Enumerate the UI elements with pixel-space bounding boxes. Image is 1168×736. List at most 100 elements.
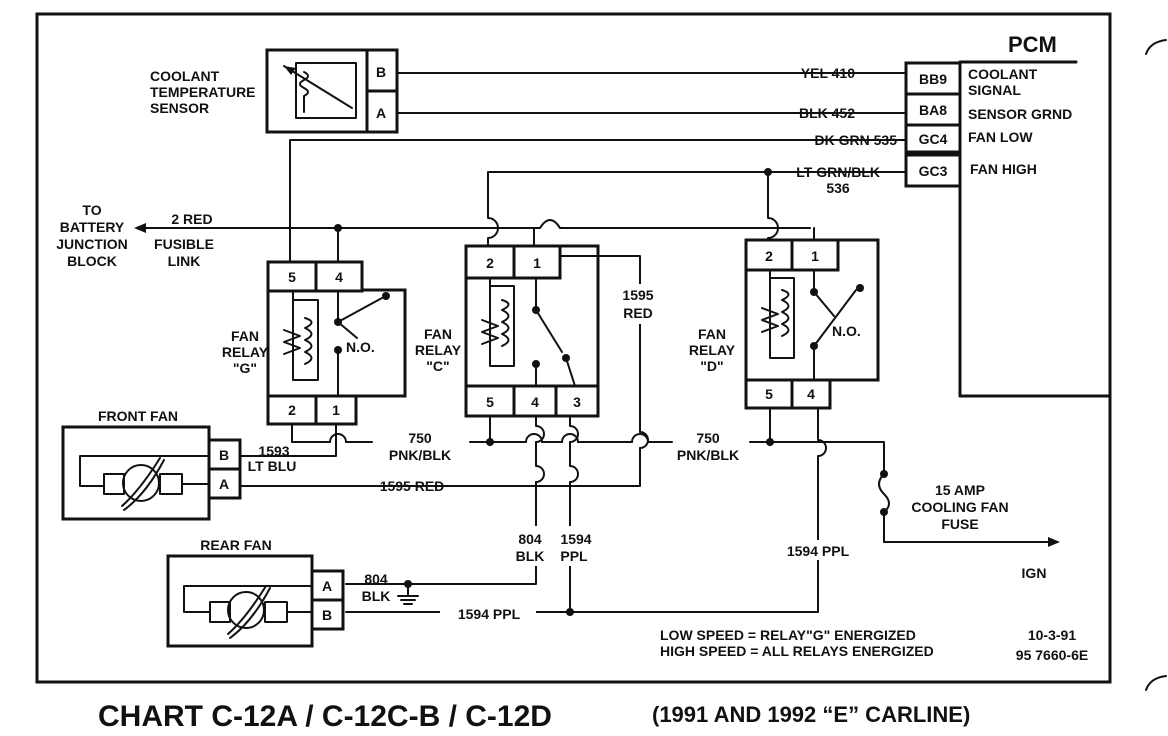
wire-label-750-right: 750 <box>696 430 720 446</box>
pcm-pin-bb9: BB9 <box>919 71 947 87</box>
relay-d-label-2: RELAY <box>689 342 736 358</box>
ign-label: IGN <box>1022 565 1047 581</box>
relay-g-pin-4: 4 <box>335 269 343 285</box>
chart-caption-subtitle: (1991 AND 1992 “E” CARLINE) <box>652 702 970 727</box>
wire-2-red <box>134 219 815 263</box>
wire-label-750-left: 750 <box>408 430 432 446</box>
wire-label-pnk-blk-right: PNK/BLK <box>677 447 739 463</box>
relay-c-label-1: FAN <box>424 326 452 342</box>
sensor-label-1: COOLANT <box>150 68 220 84</box>
wire-label-yel-410: YEL 410 <box>801 65 855 81</box>
wire-label-1595: 1595 <box>622 287 653 303</box>
wire-label-lt-blu: LT BLU <box>248 458 297 474</box>
relay-c-label-3: "C" <box>426 358 449 374</box>
relay-c-pin-4: 4 <box>531 394 539 410</box>
edge-mark-bottom <box>1145 675 1167 691</box>
front-fan-pin-b: B <box>219 447 229 463</box>
relay-g-pin-2: 2 <box>288 402 296 418</box>
front-fan-pin-a: A <box>219 476 229 492</box>
pcm-title: PCM <box>1008 32 1057 57</box>
battery-label-battery: BATTERY <box>60 219 125 235</box>
front-fan-title: FRONT FAN <box>98 408 178 424</box>
fuse-label-2: COOLING FAN <box>911 499 1008 515</box>
wire-804-blk <box>345 415 545 605</box>
rear-fan-title: REAR FAN <box>200 537 272 553</box>
sensor-label-2: TEMPERATURE <box>150 84 256 100</box>
relay-d-pin-1: 1 <box>811 248 819 264</box>
wire-1593-lt-blu <box>239 423 337 457</box>
wire-label-lt-grn-blk: LT GRN/BLK <box>796 164 880 180</box>
relay-d-pin-5: 5 <box>765 386 773 402</box>
fusible-link-label-2: LINK <box>168 253 201 269</box>
wire-label-blk-452: BLK 452 <box>799 105 855 121</box>
sensor-label-3: SENSOR <box>150 100 209 116</box>
sensor-pin-b: B <box>376 64 386 80</box>
wire-label-1595-red-bottom: 1595 RED <box>380 478 445 494</box>
wire-label-rear-804: 804 <box>364 571 388 587</box>
pcm-pin-gc3: GC3 <box>919 163 948 179</box>
fan-relay-g: 5 4 2 1 N.O. FAN RELAY "G" <box>222 260 407 426</box>
fan-relay-c: 2 1 5 4 3 FAN RELAY "C" <box>415 244 600 418</box>
front-fan: B A FRONT FAN <box>61 408 242 521</box>
pcm-label-signal: SIGNAL <box>968 82 1021 98</box>
rear-fan-pin-b: B <box>322 607 332 623</box>
relay-d-pin-2: 2 <box>765 248 773 264</box>
pcm-label-sensor-grnd: SENSOR GRND <box>968 106 1072 122</box>
rear-fan-pin-a: A <box>322 578 332 594</box>
fuse-label-3: FUSE <box>941 516 978 532</box>
pcm-pin-gc4: GC4 <box>919 131 948 147</box>
wire-dk-grn-535 <box>289 139 907 263</box>
chart-caption: CHART C-12A / C-12C-B / C-12D <box>98 700 552 733</box>
fan-relay-d: 2 1 5 4 N.O. FAN RELAY "D" <box>689 238 880 410</box>
wire-label-red: RED <box>623 305 653 321</box>
coolant-temperature-sensor: B A COOLANT TEMPERATURE SENSOR <box>150 48 399 134</box>
relay-d-label-3: "D" <box>700 358 723 374</box>
relay-d-pin-4: 4 <box>807 386 815 402</box>
relay-g-label-3: "G" <box>233 360 257 376</box>
wire-label-dk-grn-535: DK GRN 535 <box>815 132 898 148</box>
pcm-pin-ba8: BA8 <box>919 102 947 118</box>
pcm-label-fan-low: FAN LOW <box>968 129 1033 145</box>
relay-g-no-label: N.O. <box>346 339 375 355</box>
pcm-module: PCM BB9 BA8 GC4 GC3 COOLANT SIGNAL SENSO… <box>904 32 1110 398</box>
diagram-frame <box>35 12 1112 684</box>
relay-g-pin-1: 1 <box>332 402 340 418</box>
wire-label-1593: 1593 <box>258 443 289 459</box>
edge-mark-top <box>1145 39 1167 55</box>
fusible-link-label-1: FUSIBLE <box>154 236 214 252</box>
battery-label-junction: JUNCTION <box>56 236 128 252</box>
relay-c-pin-3: 3 <box>573 394 581 410</box>
note-low-speed: LOW SPEED = RELAY"G" ENERGIZED <box>660 627 916 643</box>
fuse-label-1: 15 AMP <box>935 482 985 498</box>
note-high-speed: HIGH SPEED = ALL RELAYS ENERGIZED <box>660 643 934 659</box>
pcm-label-coolant: COOLANT <box>968 66 1038 82</box>
wire-1594-ppl <box>345 407 827 616</box>
relay-c-pin-2: 2 <box>486 255 494 271</box>
relay-g-label-2: RELAY <box>222 344 269 360</box>
wire-label-blk: BLK <box>516 548 545 564</box>
relay-c-pin-1: 1 <box>533 255 541 271</box>
wire-label-1594: 1594 <box>560 531 591 547</box>
pcm-label-fan-high: FAN HIGH <box>970 161 1037 177</box>
wire-label-2-red: 2 RED <box>171 211 212 227</box>
wire-label-1594-ppl-right: 1594 PPL <box>787 543 850 559</box>
wire-label-536: 536 <box>826 180 850 196</box>
wire-label-1594-ppl-rear: 1594 PPL <box>458 606 521 622</box>
relay-g-label-1: FAN <box>231 328 259 344</box>
relay-c-pin-5: 5 <box>486 394 494 410</box>
relay-c-label-2: RELAY <box>415 342 462 358</box>
wire-750-pnk-blk <box>291 407 815 446</box>
relay-d-label-1: FAN <box>698 326 726 342</box>
wire-label-ppl: PPL <box>560 548 588 564</box>
cooling-fan-fuse <box>813 441 1060 547</box>
wire-label-pnk-blk-left: PNK/BLK <box>389 447 451 463</box>
note-date: 10-3-91 <box>1028 627 1076 643</box>
wire-label-804: 804 <box>518 531 542 547</box>
wire-label-rear-blk: BLK <box>362 588 391 604</box>
battery-label-block: BLOCK <box>67 253 117 269</box>
relay-g-pin-5: 5 <box>288 269 296 285</box>
sensor-pin-a: A <box>376 105 386 121</box>
relay-d-no-label: N.O. <box>832 323 861 339</box>
note-drawing-code: 95 7660-6E <box>1016 647 1088 663</box>
